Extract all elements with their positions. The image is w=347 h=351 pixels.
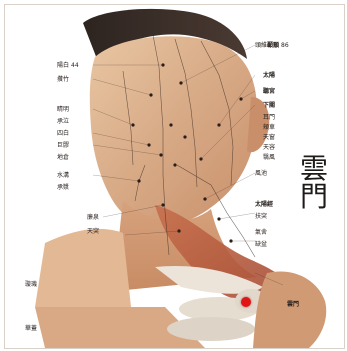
label-left-12: 華蓋 [25,325,37,332]
label-right-5: 頰車 [263,124,275,131]
label-right-12: 氣舍 [255,229,267,236]
label-right-1: 太陽 [263,72,277,79]
page-title: 雲 門 [300,155,328,211]
label-right-2: 聽宮 [263,88,277,95]
label-left-3: 承泣 [57,118,69,125]
label-right-8: 翳風 [263,154,275,161]
label-left-1: 攢竹 [57,76,69,83]
label-left-5: 巨髎 [57,142,69,149]
label-left-7: 水溝 [57,172,69,179]
label-right-11: 扶突 [255,213,267,220]
label-right-10: 太陽經 [255,201,273,208]
label-left-2: 睛明 [57,106,69,113]
label-right-13: 缺盆 [255,241,267,248]
highlighted-acupoint-marker [241,297,251,307]
title-char-2: 門 [300,183,328,211]
label-left-9: 廉泉 [87,214,99,221]
label-left-4: 四白 [57,130,69,137]
label-right-4: 耳門 [263,114,275,121]
label-left-8: 承漿 [57,184,69,191]
label-left-10: 天突 [87,228,99,235]
label-right-7: 天容 [263,144,275,151]
title-char-1: 雲 [300,155,328,183]
face-neck-illustration [5,5,344,348]
label-left-11: 璇璣 [25,281,37,288]
label-right-9: 風池 [255,170,267,177]
label-right-14: 雲門 [287,301,299,308]
label-left-6: 地倉 [57,154,69,161]
label-right-6: 天窗 [263,134,275,141]
label-right-3: 下關 [263,102,277,109]
